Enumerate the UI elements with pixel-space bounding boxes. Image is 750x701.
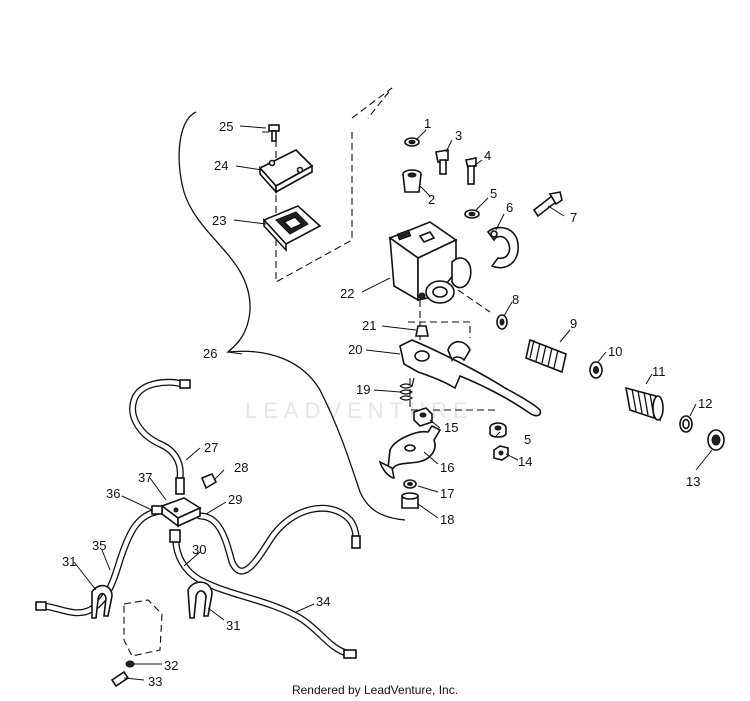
callout-37: 37 [138,470,152,485]
callout-20: 20 [348,342,362,357]
part-5-washer-lower [489,422,507,438]
callout-18: 18 [440,512,454,527]
callout-33: 33 [148,674,162,689]
callout-10: 10 [608,344,622,359]
part-25-screw [268,124,280,142]
part-3-bolt [435,149,449,175]
callout-5-upper: 5 [490,186,497,201]
callout-30: 30 [192,542,206,557]
callouts: 25 24 23 1 2 3 4 5 6 7 22 21 20 19 8 9 1… [62,116,712,689]
part-11-grip [624,386,664,422]
callout-31-right: 31 [226,618,240,633]
callout-21: 21 [362,318,376,333]
callout-29: 29 [228,492,242,507]
part-31-clamp-left [91,584,113,619]
callout-13: 13 [686,474,700,489]
part-19-spring [399,377,415,401]
part-4-screw [465,157,477,185]
callout-14: 14 [518,454,532,469]
part-10-ring [589,361,603,379]
callout-4: 4 [484,148,491,163]
part-7-bolt [532,191,563,218]
brake-hoses [38,378,360,658]
part-18-bolt [401,492,419,509]
part-24-cover [258,149,314,195]
part-9-grip [525,338,567,374]
part-17-washer [403,479,417,489]
caliper-outline [123,599,163,657]
callout-24: 24 [214,158,228,173]
callout-22: 22 [340,286,354,301]
callout-2: 2 [428,192,435,207]
part-31-clamp-right [187,581,213,619]
leader-lines [73,125,713,681]
part-36-fitting [151,505,163,515]
footer-credit: Rendered by LeadVenture, Inc. [291,683,459,697]
callout-34: 34 [316,594,330,609]
part-22-master-cylinder [388,221,472,304]
part-2-boot [402,169,422,193]
part-1-cap [404,137,420,147]
callout-19: 19 [356,382,370,397]
part-28-bolt [200,472,218,490]
callout-9: 9 [570,316,577,331]
callout-31-left: 31 [62,554,76,569]
callout-36: 36 [106,486,120,501]
callout-6: 6 [506,200,513,215]
part-13-cap [707,429,725,451]
callout-3: 3 [455,128,462,143]
callout-7: 7 [570,210,577,225]
callout-35: 35 [92,538,106,553]
callout-28: 28 [234,460,248,475]
callout-15: 15 [444,420,458,435]
hose-fittings [35,379,361,659]
part-23-diaphragm [262,205,322,253]
part-20-lever [399,339,542,417]
part-8-washer [496,314,508,330]
part-5-washer-upper [464,209,480,219]
callout-8: 8 [512,292,519,307]
part-32-cap [125,660,135,668]
part-21-fitting [415,325,429,337]
callout-12: 12 [698,396,712,411]
callout-23: 23 [212,213,226,228]
callout-25: 25 [219,119,233,134]
callout-32: 32 [164,658,178,673]
part-14-nut [493,445,509,461]
callout-27: 27 [204,440,218,455]
callout-17: 17 [440,486,454,501]
part-37-junction-block [160,497,202,528]
exploded-guides [262,87,498,411]
callout-11: 11 [652,364,666,379]
callout-5-lower: 5 [524,432,531,447]
callout-1: 1 [424,116,431,131]
part-16-bracket [378,424,442,479]
part-12-clip [679,415,693,433]
callout-16: 16 [440,460,454,475]
callout-26: 26 [203,346,217,361]
part-6-clamp [486,226,519,269]
part-15-nut [413,407,433,427]
